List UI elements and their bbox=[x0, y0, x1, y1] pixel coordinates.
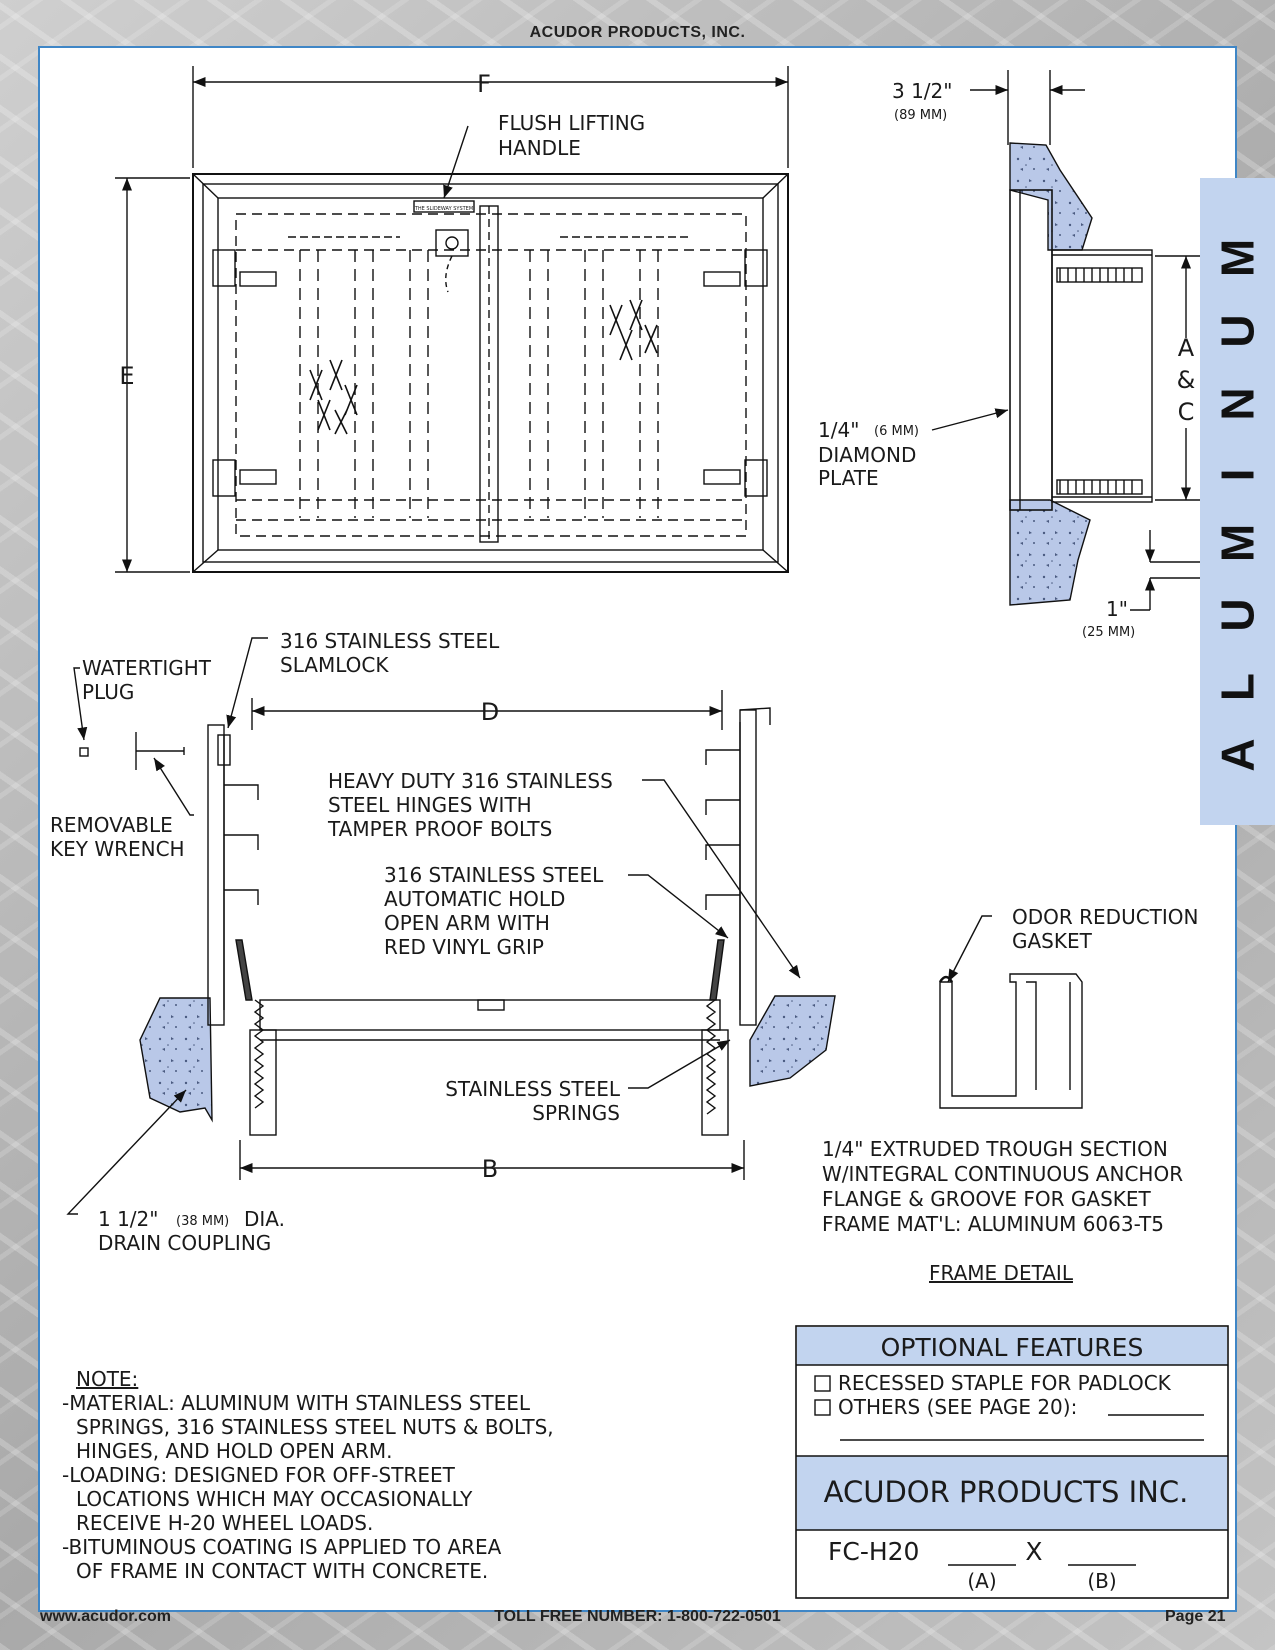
plate-label: 1/4" bbox=[818, 418, 859, 442]
plug-label: WATERTIGHT bbox=[82, 656, 212, 680]
dim-bottom-label: 1" bbox=[1106, 597, 1128, 621]
drain-mm: (38 MM) bbox=[176, 1214, 229, 1229]
plate-tag: THE SLIDEWAY SYSTEM bbox=[414, 206, 473, 212]
option-checkbox bbox=[814, 1399, 831, 1416]
flush-handle-label: HANDLE bbox=[498, 136, 581, 160]
flush-handle-label: FLUSH LIFTING bbox=[498, 111, 645, 135]
wrench-label: KEY WRENCH bbox=[50, 837, 185, 861]
hinges-label: HEAVY DUTY 316 STAINLESS bbox=[328, 769, 613, 793]
note-line: HINGES, AND HOLD OPEN ARM. bbox=[76, 1439, 392, 1463]
drain-label: DIA. bbox=[244, 1207, 285, 1231]
springs-label: STAINLESS STEEL bbox=[445, 1077, 621, 1101]
note-line: RECEIVE H-20 WHEEL LOADS. bbox=[76, 1511, 373, 1535]
arm-label: OPEN ARM WITH bbox=[384, 911, 550, 935]
dim-c-label: C bbox=[1178, 398, 1195, 426]
dim-b-label: B bbox=[482, 1155, 498, 1183]
slamlock-label: 316 STAINLESS STEEL bbox=[280, 629, 500, 653]
section-view bbox=[66, 637, 836, 1215]
hinges-label: TAMPER PROOF BOLTS bbox=[327, 817, 552, 841]
gasket-label: ODOR REDUCTION bbox=[1012, 905, 1199, 929]
springs-label: SPRINGS bbox=[532, 1101, 620, 1125]
drain-label: 1 1/2" bbox=[98, 1207, 158, 1231]
frame-detail-title: FRAME DETAIL bbox=[929, 1261, 1074, 1285]
dim-top-mm: (89 MM) bbox=[894, 108, 947, 123]
dim-amp-label: & bbox=[1177, 366, 1196, 394]
side-section bbox=[931, 70, 1200, 611]
note-line: LOCATIONS WHICH MAY OCCASIONALLY bbox=[76, 1487, 473, 1511]
model-number: FC-H20 bbox=[828, 1537, 919, 1566]
notes-heading: NOTE: bbox=[76, 1367, 138, 1391]
plate-label: PLATE bbox=[818, 466, 879, 490]
note-line: -MATERIAL: ALUMINUM WITH STAINLESS STEEL bbox=[62, 1391, 531, 1415]
title-block bbox=[795, 1325, 1229, 1599]
dim-b-field-label: (B) bbox=[1087, 1569, 1116, 1593]
note-line: SPRINGS, 316 STAINLESS STEEL NUTS & BOLT… bbox=[76, 1415, 554, 1439]
dim-bottom-mm: (25 MM) bbox=[1082, 625, 1135, 640]
footer-website[interactable]: www.acudor.com bbox=[40, 1608, 171, 1625]
features-heading: OPTIONAL FEATURES bbox=[881, 1333, 1144, 1362]
dim-top-label: 3 1/2" bbox=[892, 79, 952, 103]
plan-view bbox=[115, 66, 789, 573]
dim-e-label: E bbox=[119, 362, 134, 390]
wrench-label: REMOVABLE bbox=[50, 813, 173, 837]
drain-label: DRAIN COUPLING bbox=[98, 1231, 271, 1255]
note-line: OF FRAME IN CONTACT WITH CONCRETE. bbox=[76, 1559, 488, 1583]
slamlock-label: SLAMLOCK bbox=[280, 653, 389, 677]
dim-a-field-label: (A) bbox=[967, 1569, 996, 1593]
model-times: X bbox=[1025, 1537, 1042, 1566]
footer-page-number: Page 21 bbox=[1165, 1608, 1226, 1625]
option-checkbox bbox=[814, 1375, 831, 1392]
frame-desc: FLANGE & GROOVE FOR GASKET bbox=[822, 1187, 1152, 1211]
dim-d-label: D bbox=[481, 698, 499, 726]
gasket-label: GASKET bbox=[1012, 929, 1093, 953]
dim-a-label: A bbox=[1178, 334, 1195, 362]
plate-mm: (6 MM) bbox=[874, 424, 919, 439]
plate-label: DIAMOND bbox=[818, 443, 916, 467]
option-label: OTHERS (SEE PAGE 20): bbox=[838, 1395, 1077, 1419]
title-company: ACUDOR PRODUCTS INC. bbox=[824, 1475, 1189, 1509]
option-label: RECESSED STAPLE FOR PADLOCK bbox=[838, 1371, 1172, 1395]
note-line: -LOADING: DESIGNED FOR OFF-STREET bbox=[62, 1463, 456, 1487]
frame-desc: 1/4" EXTRUDED TROUGH SECTION bbox=[822, 1137, 1168, 1161]
arm-label: AUTOMATIC HOLD bbox=[384, 887, 565, 911]
hinges-label: STEEL HINGES WITH bbox=[328, 793, 532, 817]
footer-phone: TOLL FREE NUMBER: 1-800-722-0501 bbox=[494, 1608, 781, 1625]
note-line: -BITUMINOUS COATING IS APPLIED TO AREA bbox=[62, 1535, 502, 1559]
frame-detail bbox=[938, 915, 1083, 1109]
arm-label: 316 STAINLESS STEEL bbox=[384, 863, 604, 887]
frame-desc: W/INTEGRAL CONTINUOUS ANCHOR bbox=[822, 1162, 1183, 1186]
aluminum-side-tab: M U N I M U L A bbox=[1200, 178, 1275, 825]
plug-label: PLUG bbox=[82, 680, 134, 704]
header-company: ACUDOR PRODUCTS, INC. bbox=[529, 24, 746, 41]
arm-label: RED VINYL GRIP bbox=[384, 935, 544, 959]
frame-desc: FRAME MAT'L: ALUMINUM 6063-T5 bbox=[822, 1212, 1164, 1236]
dim-f-label: F bbox=[477, 70, 491, 98]
